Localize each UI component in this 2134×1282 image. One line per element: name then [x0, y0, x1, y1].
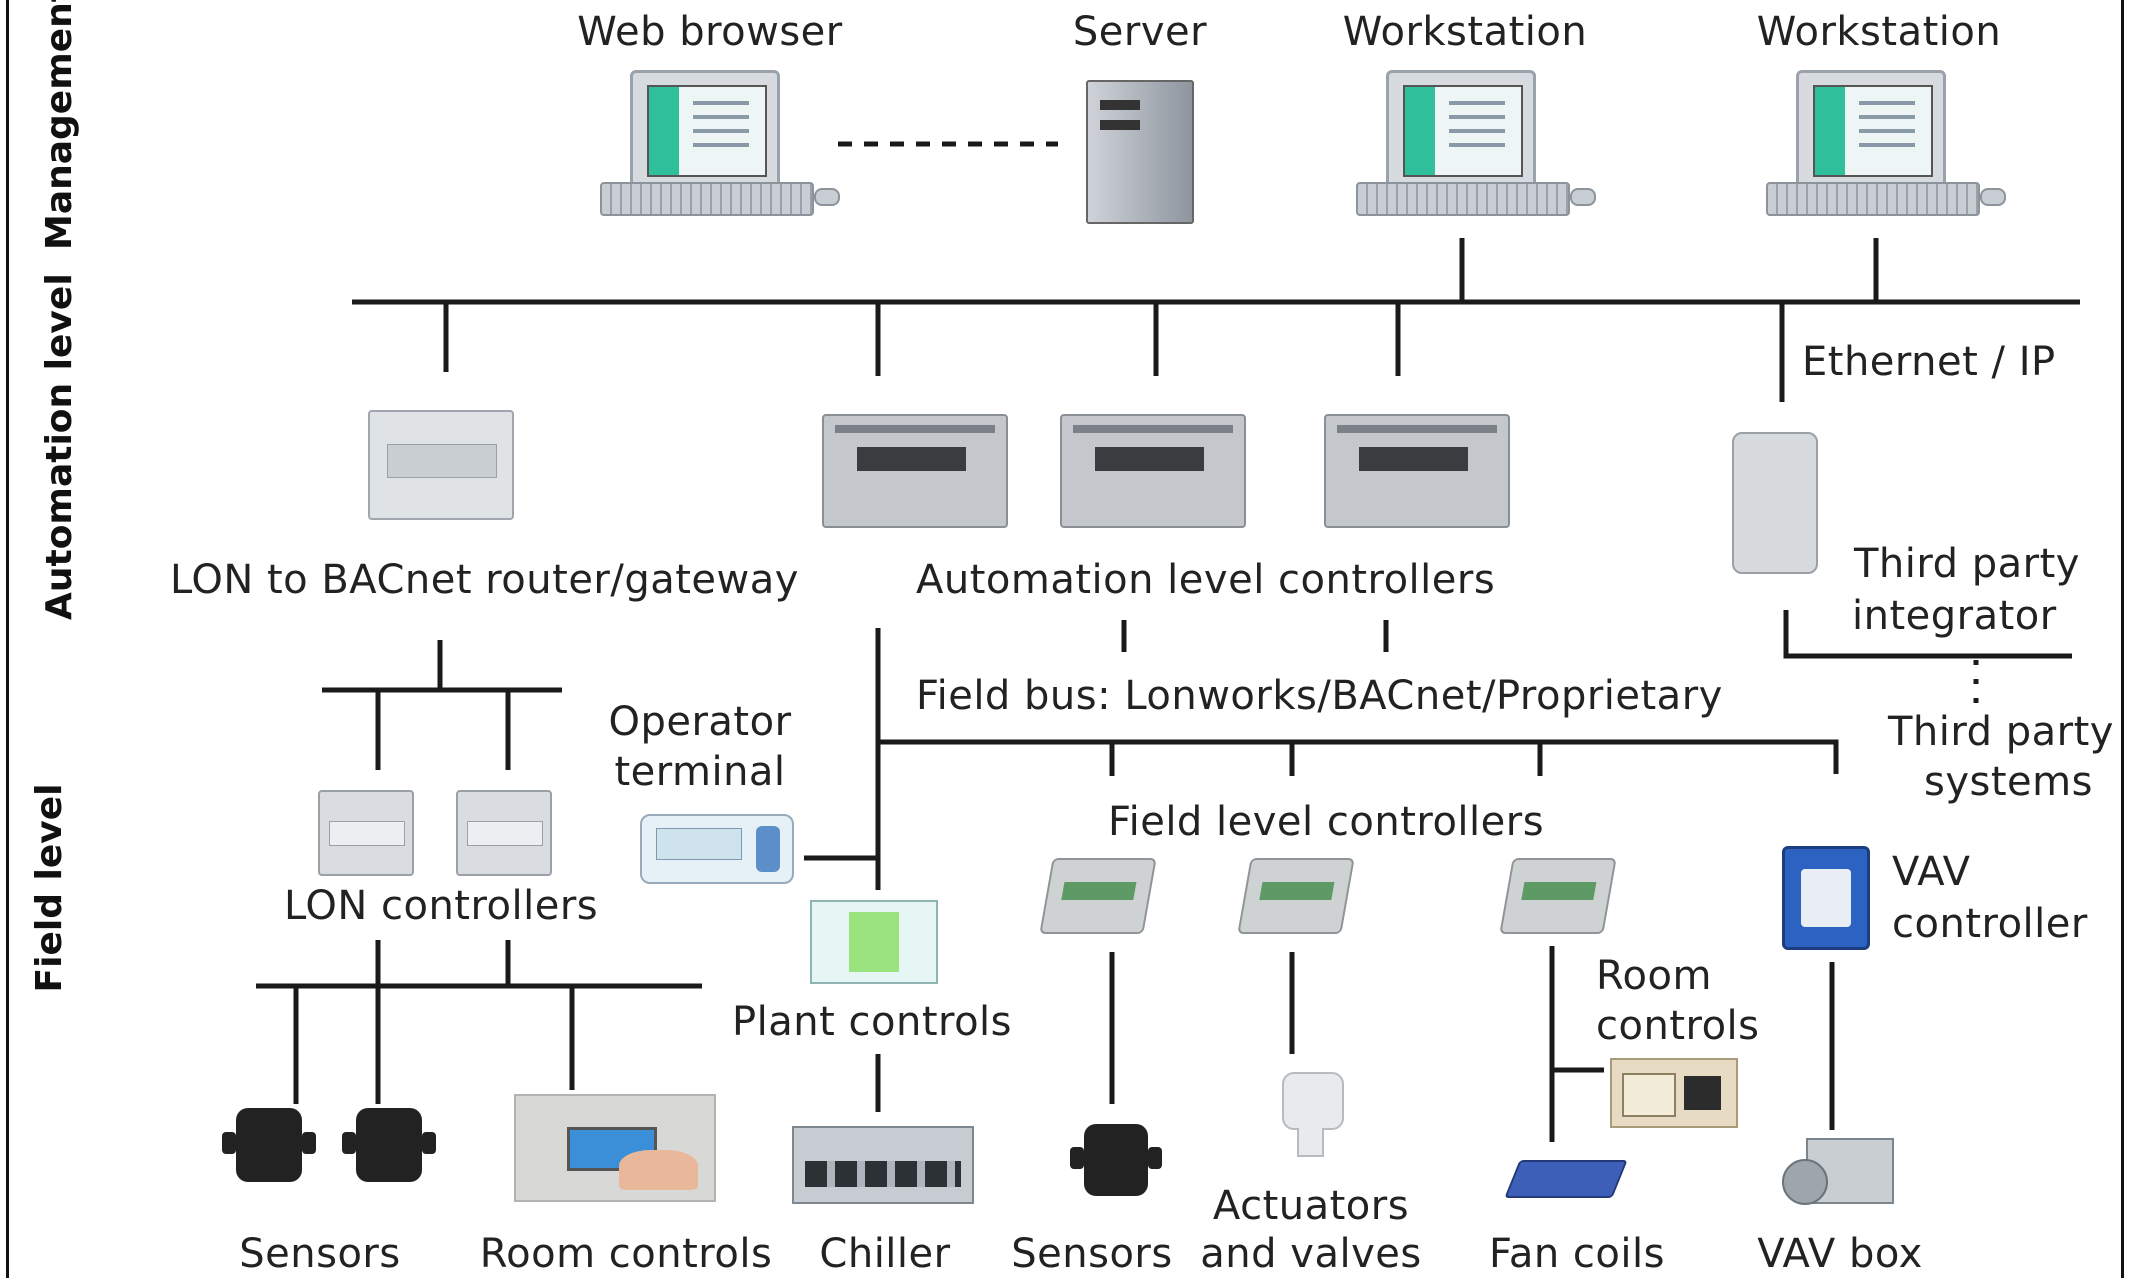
- mouse-icon: [1980, 188, 2006, 206]
- fan-coils-label: Fan coils: [1489, 1231, 1665, 1277]
- field-controller-3-icon: [1499, 858, 1617, 934]
- field-controller-1-icon: [1039, 858, 1157, 934]
- sensor-2-icon: [342, 1108, 436, 1182]
- actuators-label-2: and valves: [1200, 1231, 1422, 1277]
- operator-label-2: terminal: [614, 749, 786, 795]
- chiller-label: Chiller: [819, 1231, 951, 1277]
- chiller-icon: [792, 1126, 974, 1204]
- sensor-1-icon: [222, 1108, 316, 1182]
- integrator-label-2: integrator: [1852, 593, 2057, 639]
- lon-controllers-label: LON controllers: [284, 883, 599, 929]
- integrator-label-1: Third party: [1854, 541, 2080, 587]
- sensor-3-icon: [1070, 1124, 1162, 1196]
- third-party-integrator-icon: [1732, 432, 1818, 574]
- actuator-valve-icon: [1282, 1072, 1344, 1157]
- keyboard-icon: [1766, 182, 1980, 216]
- field-bus: [875, 628, 1839, 774]
- keyboard-icon: [600, 182, 814, 216]
- level-management: Management level: [39, 0, 80, 250]
- operator-label-1: Operator: [608, 699, 792, 745]
- lon-controller-1-icon: [318, 790, 414, 876]
- server-label: Server: [1072, 9, 1208, 55]
- vav-controller-label-2: controller: [1892, 901, 2088, 947]
- workstation-1-label: Workstation: [1342, 9, 1588, 55]
- lon-bacnet-router-icon: [368, 410, 514, 520]
- plant-controls-icon: [810, 900, 938, 984]
- workstation-2-computer: [1766, 70, 2006, 220]
- vav-controller-icon: [1782, 846, 1870, 950]
- monitor-icon: [630, 70, 780, 200]
- room-controls-bottom-label: Room controls: [479, 1231, 773, 1277]
- plant-controls-label: Plant controls: [732, 999, 1012, 1045]
- workstation-1-computer: [1356, 70, 1596, 220]
- third-party-systems-label-2: systems: [1924, 759, 2093, 805]
- field-bus-label: Field bus: Lonworks/BACnet/Proprietary: [916, 673, 1723, 719]
- lon-controller-2-icon: [456, 790, 552, 876]
- room-controls-label-1: Room: [1596, 953, 1712, 999]
- automation-controller-1-icon: [822, 414, 1008, 528]
- diagram-frame: [6, 0, 2124, 1278]
- automation-controller-3-icon: [1324, 414, 1510, 528]
- room-controls-label-2: controls: [1596, 1003, 1760, 1049]
- server-tower-icon: [1086, 80, 1194, 224]
- web-browser-computer: [600, 70, 840, 220]
- mouse-icon: [814, 188, 840, 206]
- actuators-label-1: Actuators: [1212, 1183, 1410, 1229]
- automation-controller-2-icon: [1060, 414, 1246, 528]
- integrator-link: [1783, 610, 2072, 659]
- ethernet-label: Ethernet / IP: [1802, 339, 2056, 385]
- sensors-label-2: Sensors: [1011, 1231, 1173, 1277]
- vav-controller-label-1: VAV: [1892, 849, 1971, 895]
- automation-controllers-label: Automation level controllers: [916, 557, 1496, 603]
- room-controls-switch-icon: [1610, 1058, 1738, 1128]
- field-controllers-label: Field level controllers: [1108, 799, 1545, 845]
- third-party-systems-label-1: Third party: [1888, 709, 2114, 755]
- operator-terminal-icon: [640, 814, 794, 884]
- level-automation: Automation level: [39, 273, 80, 620]
- fan-coil-icon: [1504, 1160, 1628, 1198]
- sensors-label-1: Sensors: [239, 1231, 401, 1277]
- field-controller-2-icon: [1237, 858, 1355, 934]
- monitor-icon: [1796, 70, 1946, 200]
- level-field: Field level: [29, 783, 70, 993]
- vav-box-label: VAV box: [1757, 1231, 1923, 1277]
- web-browser-label: Web browser: [577, 9, 843, 55]
- workstation-2-label: Workstation: [1756, 9, 2002, 55]
- router-label: LON to BACnet router/gateway: [170, 557, 799, 603]
- vav-box-icon: [1782, 1138, 1894, 1205]
- keyboard-icon: [1356, 182, 1570, 216]
- room-controls-panel-icon: [514, 1094, 716, 1202]
- mouse-icon: [1570, 188, 1596, 206]
- monitor-icon: [1386, 70, 1536, 200]
